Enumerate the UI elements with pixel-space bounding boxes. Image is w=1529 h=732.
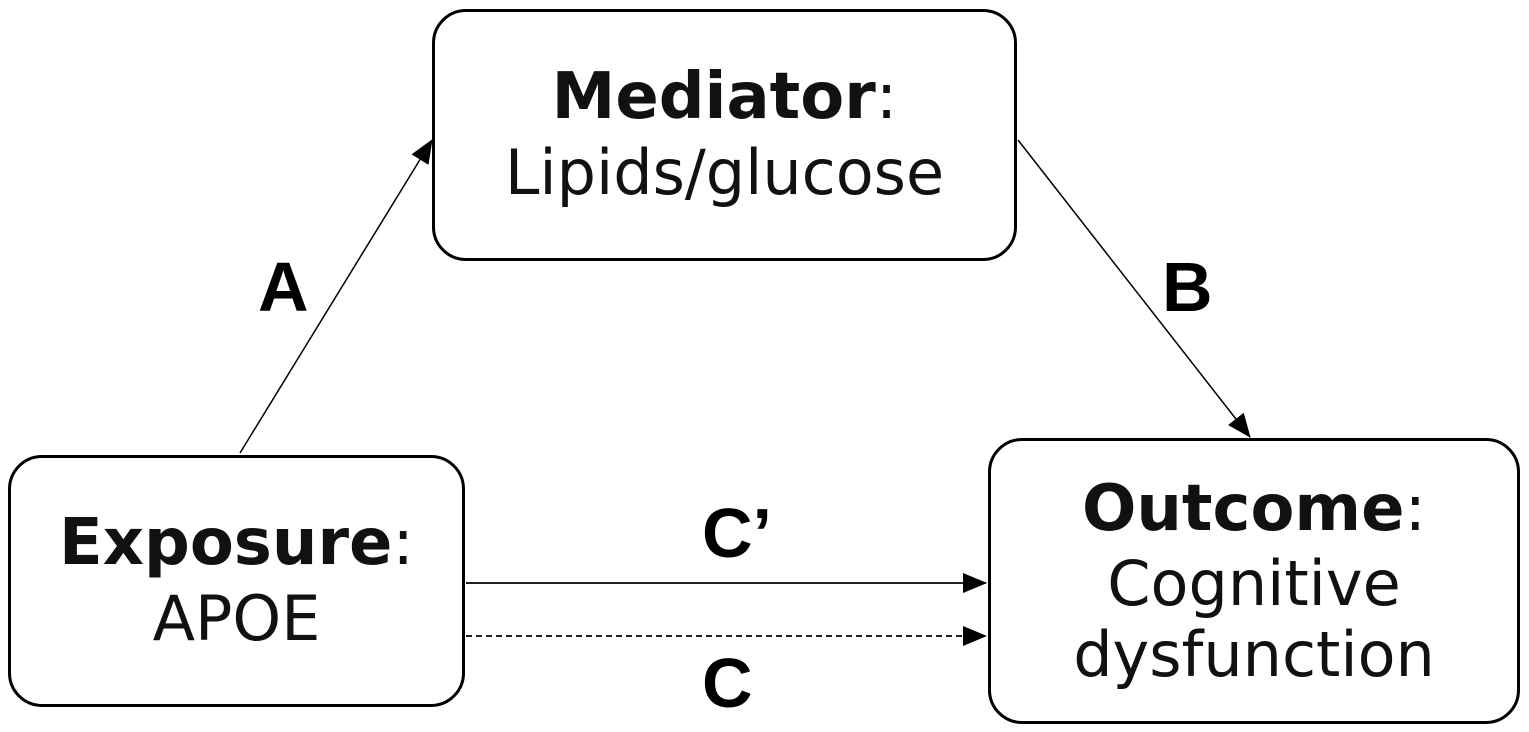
outcome-box: Outcome: Cognitive dysfunction [988,438,1520,724]
path-b-label: B [1162,248,1213,326]
outcome-role: Outcome [1081,472,1405,547]
path-c-prime-label: C’ [702,494,772,572]
outcome-value-line-1: Cognitive [1107,547,1401,621]
exposure-heading: Exposure: [59,505,414,582]
path-a-label: A [258,248,309,326]
mediator-role: Mediator [551,60,876,135]
outcome-heading: Outcome: [1082,471,1426,548]
exposure-value: APOE [152,582,321,656]
mediator-colon: : [875,60,898,135]
mediator-heading: Mediator: [552,59,898,136]
path-a-arrow [239,139,433,454]
exposure-box: Exposure: APOE [8,455,465,707]
outcome-value-line-2: dysfunction [1073,618,1435,692]
exposure-role: Exposure [59,506,393,581]
mediator-box: Mediator: Lipids/glucose [432,9,1017,261]
path-b-arrow [1017,139,1251,438]
mediator-value: Lipids/glucose [504,136,945,210]
path-c-label: C [702,644,753,722]
exposure-colon: : [392,506,414,581]
outcome-colon: : [1404,472,1427,547]
